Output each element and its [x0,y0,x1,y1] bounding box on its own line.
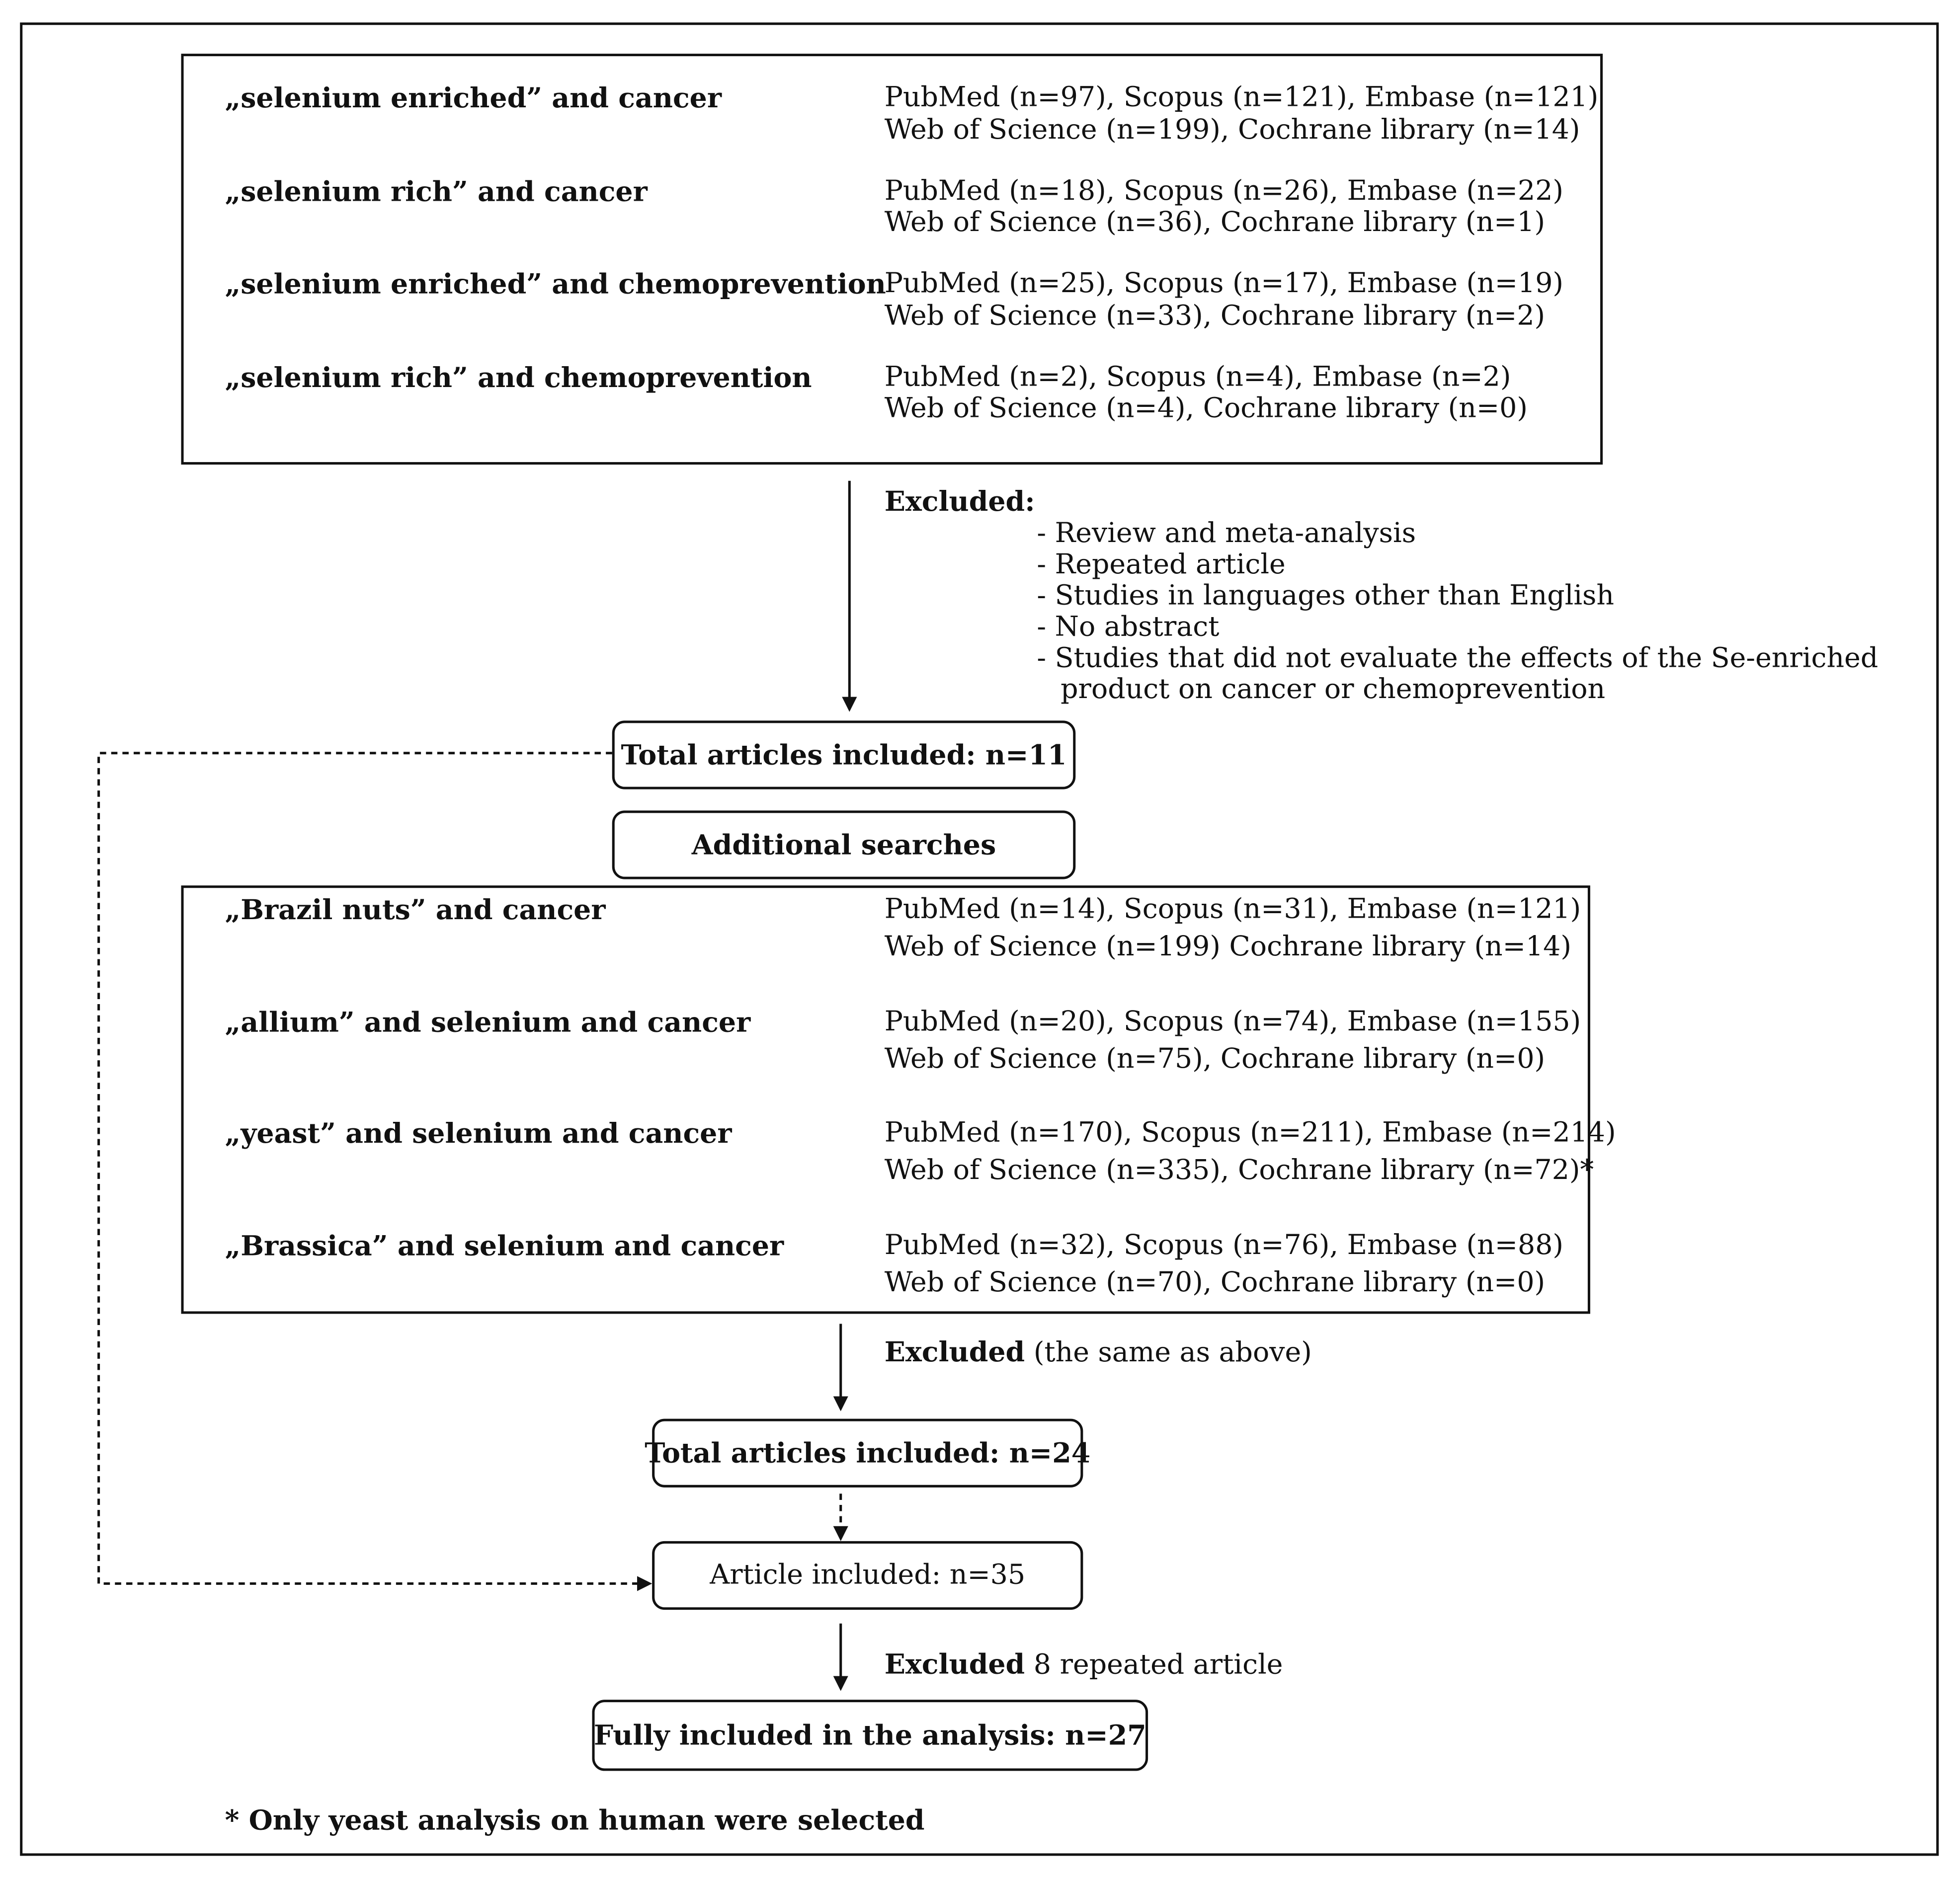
search-box-additional [181,885,1590,1314]
query-label: „Brassica” and selenium and cancer [225,1230,784,1263]
exclusion-item: - Repeated article [1037,549,1286,581]
query-label: „selenium enriched” and cancer [225,82,722,115]
excluded-reason: 8 repeated article [1025,1649,1283,1681]
search-box-primary [181,54,1603,465]
query-counts-line1: PubMed (n=32), Scopus (n=76), Embase (n=… [884,1230,1564,1261]
excluded-reason: (the same as above) [1025,1337,1312,1369]
outer-frame [20,22,1939,1856]
query-counts-line2: Web of Science (n=199), Cochrane library… [884,115,1580,147]
articles-included-box: Article included: n=35 [652,1541,1083,1610]
query-counts-line2: Web of Science (n=4), Cochrane library (… [884,393,1528,425]
dashed-arrow-total1-to-included [97,752,653,1591]
exclusion-item: - Studies that did not evaluate the effe… [1037,643,1878,675]
query-label: „selenium enriched” and chemoprevention [225,268,886,301]
query-label: „Brazil nuts” and cancer [225,894,606,927]
query-counts-line1: PubMed (n=97), Scopus (n=121), Embase (n… [884,82,1599,114]
final-analysis-box: Fully included in the analysis: n=27 [592,1700,1148,1771]
exclusion-item: - Studies in languages other than Englis… [1037,580,1615,612]
query-counts-line2: Web of Science (n=70), Cochrane library … [884,1267,1546,1299]
query-counts-line2: Web of Science (n=335), Cochrane library… [884,1155,1594,1187]
total-articles-box-2: Total articles included: n=24 [645,1418,1090,1488]
query-counts-line2: Web of Science (n=75), Cochrane library … [884,1044,1546,1076]
query-counts-line1: PubMed (n=25), Scopus (n=17), Embase (n=… [884,268,1564,300]
excluded-note-3: Excluded 8 repeated article [884,1648,1283,1681]
query-counts-line2: Web of Science (n=199) Cochrane library … [884,932,1571,963]
query-label: „allium” and selenium and cancer [225,1007,751,1039]
excluded-title: Excluded: [884,485,1035,519]
excluded-label: Excluded [884,1336,1025,1369]
exclusion-item: - Review and meta-analysis [1037,518,1416,550]
query-counts-line1: PubMed (n=170), Scopus (n=211), Embase (… [884,1117,1616,1149]
query-counts-line1: PubMed (n=2), Scopus (n=4), Embase (n=2) [884,362,1511,393]
excluded-note-2: Excluded (the same as above) [885,1337,1312,1369]
total-articles-box-1: Total articles included: n=11 [612,720,1076,789]
additional-searches-box: Additional searches [612,810,1076,879]
excluded-label: Excluded [884,1648,1025,1681]
query-label: „yeast” and selenium and cancer [225,1117,732,1151]
query-counts-line1: PubMed (n=20), Scopus (n=74), Embase (n=… [884,1007,1581,1038]
query-counts-line1: PubMed (n=18), Scopus (n=26), Embase (n=… [884,176,1564,208]
exclusion-item-continuation: product on cancer or chemoprevention [1061,674,1606,706]
exclusion-item: - No abstract [1037,612,1220,643]
query-counts-line2: Web of Science (n=33), Cochrane library … [884,301,1546,332]
query-label: „selenium rich” and chemoprevention [225,362,812,395]
query-label: „selenium rich” and cancer [225,176,648,209]
footnote: * Only yeast analysis on human were sele… [225,1804,925,1837]
query-counts-line1: PubMed (n=14), Scopus (n=31), Embase (n=… [884,894,1581,926]
query-counts-line2: Web of Science (n=36), Cochrane library … [884,207,1546,239]
